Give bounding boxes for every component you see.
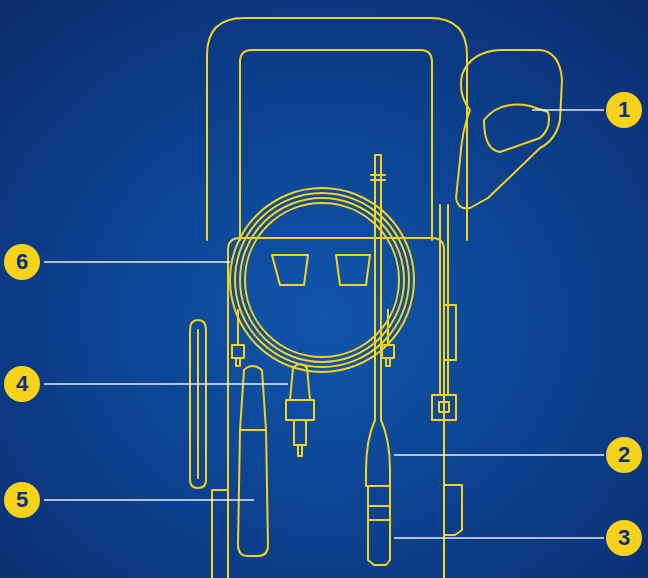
callout-number: 4: [4, 366, 40, 402]
detergent-bottle: [238, 366, 268, 556]
hose-coil: [235, 193, 409, 367]
window: [272, 255, 308, 285]
hose-coil: [240, 198, 404, 362]
leader-line: [394, 454, 604, 456]
leader-line: [44, 499, 254, 501]
hose-fitting: [232, 310, 244, 366]
callout-number: 6: [4, 244, 40, 280]
body-foot-right: [444, 485, 462, 535]
callout-number: 5: [4, 482, 40, 518]
callout-text: 2: [618, 442, 630, 468]
body-foot-left: [212, 490, 228, 578]
leader-line: [394, 537, 604, 539]
hose-coil: [230, 188, 414, 372]
body: [228, 238, 444, 578]
hose-fitting: [382, 310, 394, 366]
accessory-nozzle: [286, 364, 314, 456]
callout-text: 5: [16, 487, 28, 513]
spray-gun: [456, 50, 562, 208]
handle-frame: [207, 18, 467, 240]
gun-hose-fitting: [432, 395, 456, 420]
lance-tube: [371, 175, 385, 180]
hose-holder: [190, 320, 206, 488]
callout-number: 3: [606, 520, 642, 556]
leader-line: [44, 383, 288, 385]
callout-text: 4: [16, 371, 28, 397]
callout-text: 1: [618, 97, 630, 123]
lance-tube: [375, 155, 381, 420]
gun-holder: [444, 305, 456, 360]
lance-nozzle: [368, 486, 390, 565]
callout-text: 3: [618, 525, 630, 551]
gun-trigger-guard: [484, 105, 549, 152]
callout-text: 6: [16, 249, 28, 275]
gun-hose: [440, 205, 448, 395]
callout-number: 1: [606, 92, 642, 128]
window: [336, 255, 370, 285]
hose-holder-slot: [197, 330, 199, 478]
lance-grip: [366, 420, 390, 486]
leader-line: [44, 261, 230, 263]
leader-line: [532, 109, 604, 111]
callout-number: 2: [606, 437, 642, 473]
